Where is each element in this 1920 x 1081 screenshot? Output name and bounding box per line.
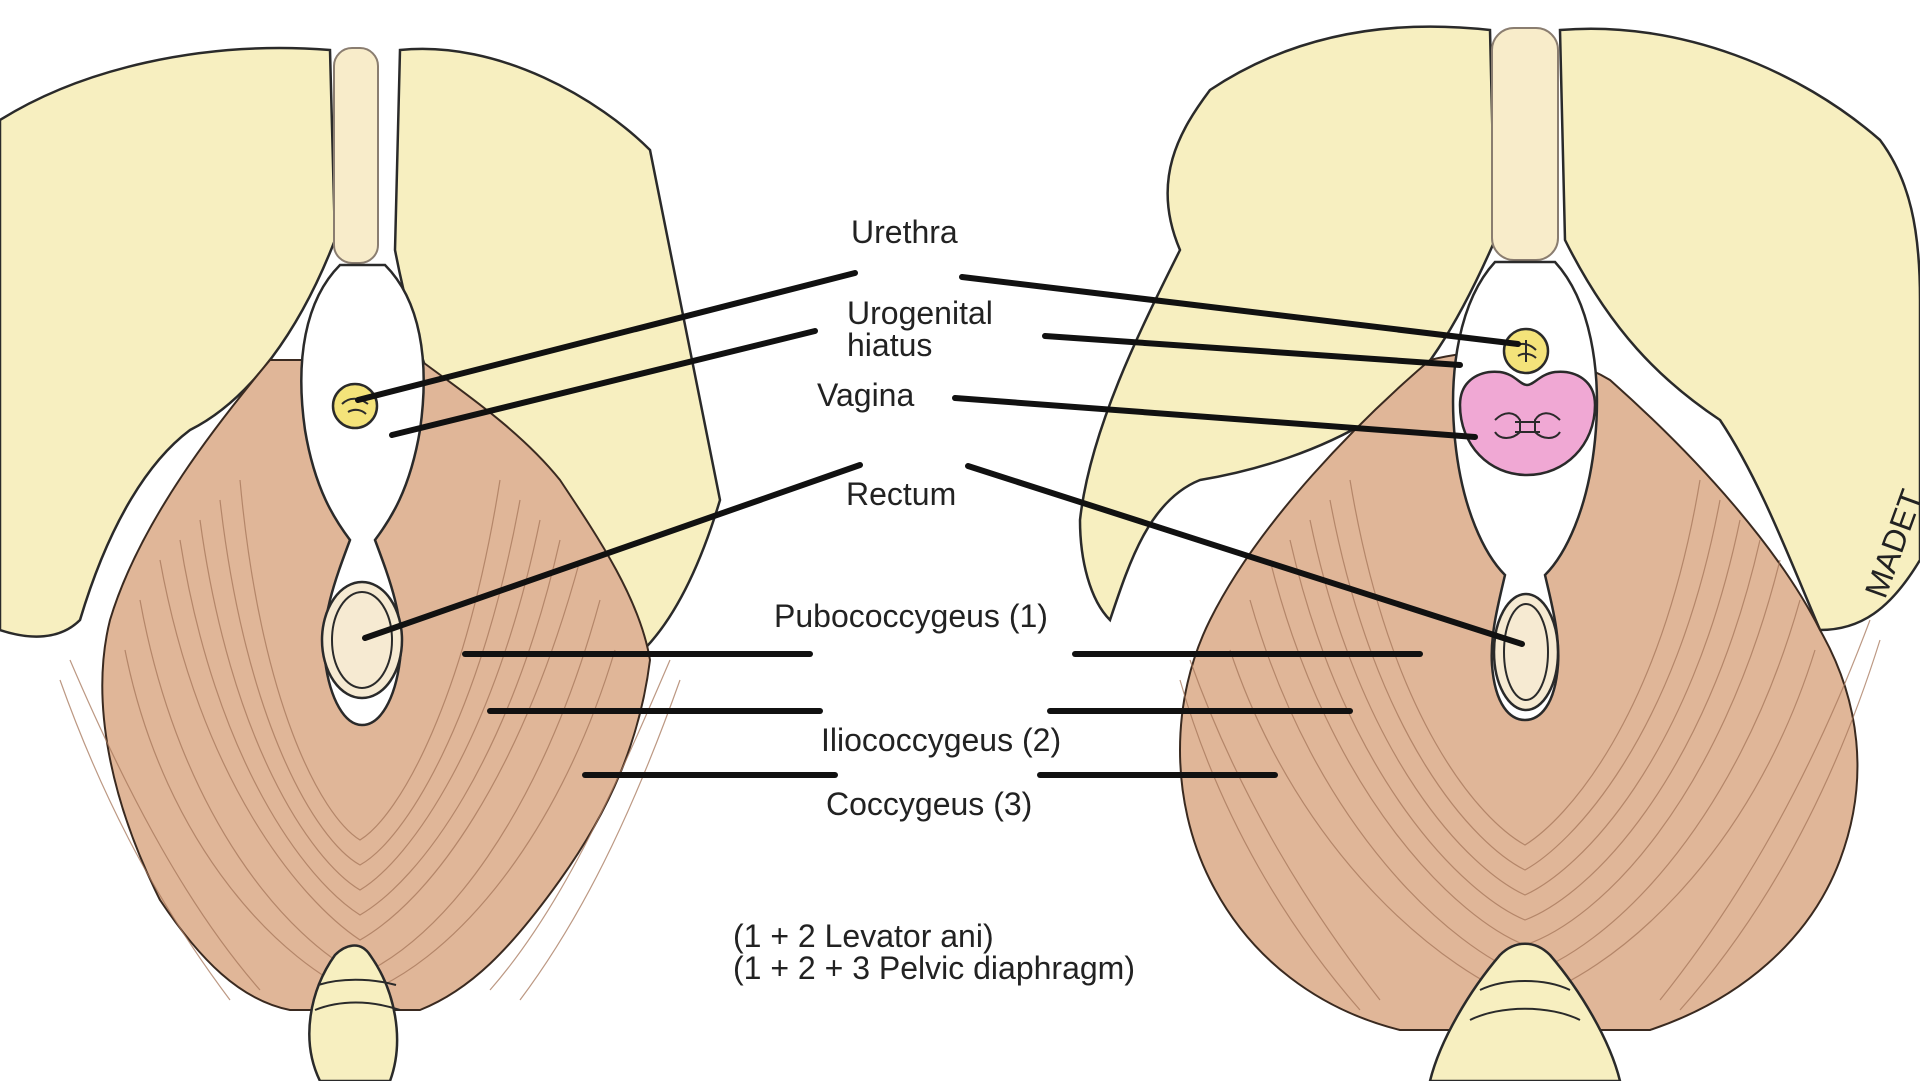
label-iliococcygeus: Iliococcygeus (2) (821, 722, 1061, 758)
label-pubococcygeus: Pubococcygeus (1) (774, 598, 1048, 634)
label-urogenital-line2: hiatus (847, 327, 932, 363)
note-pelvic-diaphragm: (1 + 2 + 3 Pelvic diaphragm) (733, 950, 1135, 986)
left-rectum (322, 582, 402, 698)
labels: Urethra Urogenital hiatus Vagina Rectum … (733, 214, 1135, 986)
label-urethra: Urethra (851, 214, 958, 250)
label-rectum: Rectum (846, 476, 956, 512)
right-pubic-symphysis (1492, 28, 1558, 260)
left-pelvis (0, 48, 720, 1081)
label-coccygeus: Coccygeus (3) (826, 786, 1032, 822)
label-urogenital-line1: Urogenital (847, 295, 993, 331)
right-pelvis: MADET (1080, 27, 1920, 1081)
note-levator-ani: (1 + 2 Levator ani) (733, 918, 994, 954)
left-pubic-symphysis (334, 48, 378, 263)
label-vagina: Vagina (817, 377, 914, 413)
left-urethra (333, 384, 377, 428)
